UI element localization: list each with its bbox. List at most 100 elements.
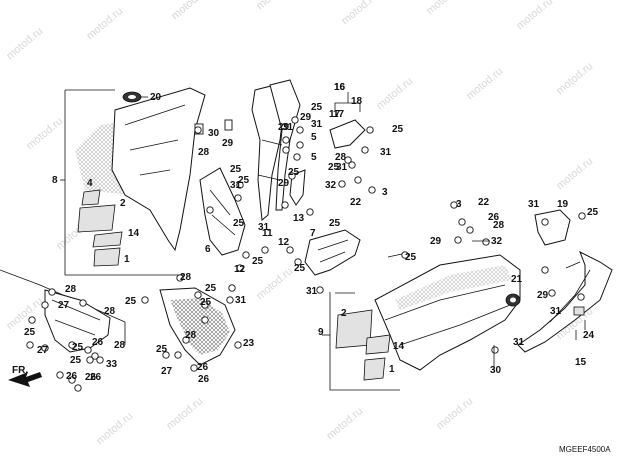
bolt-fastener xyxy=(261,246,269,254)
bolt-fastener xyxy=(286,246,294,254)
callout-29: 29 xyxy=(300,112,312,123)
callout-27: 27 xyxy=(37,345,49,356)
callout-25: 25 xyxy=(288,167,300,178)
watermark-text: motod.ru xyxy=(164,395,205,432)
callout-28: 28 xyxy=(114,340,126,351)
bolt-fastener xyxy=(366,126,374,134)
callout-28: 28 xyxy=(198,147,210,158)
callout-29: 29 xyxy=(222,138,234,149)
callout-26: 26 xyxy=(85,372,97,383)
bolt-fastener xyxy=(194,126,202,134)
callout-31: 31 xyxy=(550,306,562,317)
callout-19: 19 xyxy=(557,199,569,210)
callout-12: 12 xyxy=(234,264,246,275)
watermark-text: motod.ru xyxy=(84,5,125,42)
callout-22: 22 xyxy=(478,197,490,208)
callout-6: 6 xyxy=(205,244,211,255)
watermark-text: motod.ru xyxy=(464,65,505,102)
callout-26: 26 xyxy=(488,212,500,223)
callout-17: 17 xyxy=(333,109,345,120)
callout-3: 3 xyxy=(456,199,462,210)
callout-25: 25 xyxy=(233,218,245,229)
callout-31: 31 xyxy=(528,199,540,210)
bolt-fastener xyxy=(96,356,104,364)
bolt-fastener xyxy=(74,384,82,392)
watermark-text: motod.ru xyxy=(94,410,135,447)
bolt-fastener xyxy=(282,136,290,144)
callout-31: 31 xyxy=(306,286,318,297)
bolt-fastener xyxy=(162,351,170,359)
bolt-fastener xyxy=(79,299,87,307)
callout-26: 26 xyxy=(198,374,210,385)
bolt-fastener xyxy=(68,376,76,384)
callout-21: 21 xyxy=(511,274,523,285)
bolt-fastener xyxy=(28,316,36,324)
callout-28: 28 xyxy=(104,306,116,317)
callout-25: 25 xyxy=(405,252,417,263)
callout-28: 28 xyxy=(185,330,197,341)
callout-27: 27 xyxy=(161,366,173,377)
bolt-fastener xyxy=(26,341,34,349)
mesh-panel-group xyxy=(159,287,236,366)
watermark-text: motod.ru xyxy=(254,0,295,12)
bolt-fastener xyxy=(68,341,76,349)
bolt-fastener xyxy=(236,264,244,272)
bolt-fastener xyxy=(282,146,290,154)
callout-25: 25 xyxy=(328,162,340,173)
callout-30: 30 xyxy=(208,128,220,139)
bolt-fastener xyxy=(344,156,352,164)
callout-2: 2 xyxy=(341,308,347,319)
callout-14: 14 xyxy=(128,228,140,239)
bolt-fastener xyxy=(234,194,242,202)
bolt-fastener xyxy=(458,218,466,226)
callout-5: 5 xyxy=(311,132,317,143)
callout-28: 28 xyxy=(180,272,192,283)
watermark-text: motod.ru xyxy=(324,405,365,442)
callout-25: 25 xyxy=(252,256,264,267)
callout-31: 31 xyxy=(230,180,242,191)
bolt-fastener xyxy=(577,293,585,301)
bolt-fastener xyxy=(201,316,209,324)
bolt-fastener xyxy=(294,258,302,266)
bolt-fastener xyxy=(541,218,549,226)
bolt-fastener xyxy=(450,201,458,209)
bolt-fastener xyxy=(348,161,356,169)
bolt-fastener xyxy=(174,351,182,359)
bolt-fastener xyxy=(201,301,209,309)
bolt-fastener xyxy=(291,116,299,124)
bolt-fastener xyxy=(176,274,184,282)
callout-31: 31 xyxy=(513,337,525,348)
callout-31: 31 xyxy=(235,295,247,306)
callout-31: 31 xyxy=(282,122,294,133)
side-cowl-group xyxy=(322,254,521,391)
callout-25: 25 xyxy=(230,164,242,175)
callout-25: 25 xyxy=(125,296,137,307)
bolt-fastener xyxy=(228,284,236,292)
callout-25: 25 xyxy=(200,297,212,308)
callout-25: 25 xyxy=(238,175,250,186)
callout-29: 29 xyxy=(537,290,549,301)
bolt-fastener xyxy=(242,251,250,259)
bolt-fastener xyxy=(86,356,94,364)
bolt-fastener xyxy=(41,301,49,309)
callout-31: 31 xyxy=(311,119,323,130)
bolt-fastener xyxy=(306,208,314,216)
callout-20: 20 xyxy=(150,92,162,103)
callout-27: 27 xyxy=(58,300,70,311)
bolt-fastener xyxy=(548,289,556,297)
callout-25: 25 xyxy=(294,263,306,274)
callout-25: 25 xyxy=(24,327,36,338)
callout-26: 26 xyxy=(66,371,78,382)
bolt-fastener xyxy=(234,341,242,349)
bolt-fastener xyxy=(84,346,92,354)
callout-28: 28 xyxy=(493,220,505,231)
callout-32: 32 xyxy=(325,180,337,191)
hardware-layer xyxy=(26,116,586,392)
callout-25: 25 xyxy=(311,102,323,113)
bolt-fastener xyxy=(316,286,324,294)
callout-31: 31 xyxy=(380,147,392,158)
callout-26: 26 xyxy=(197,362,209,373)
callout-14: 14 xyxy=(393,341,405,352)
watermark-text: motod.ru xyxy=(424,0,465,17)
callout-24: 24 xyxy=(583,330,595,341)
